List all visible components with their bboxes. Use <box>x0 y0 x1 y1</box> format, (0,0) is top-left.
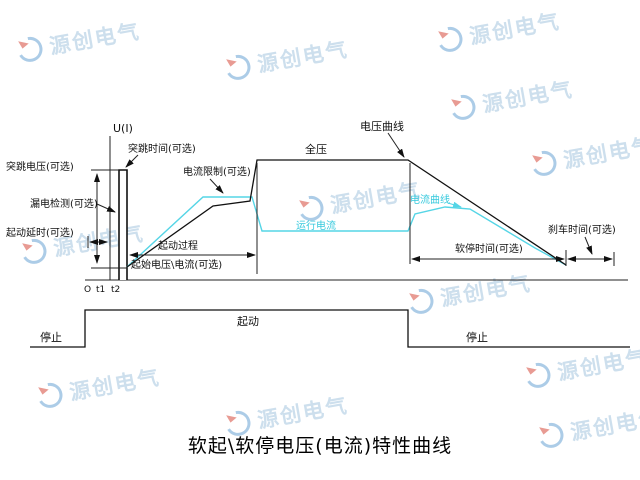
start-process-label: 起动过程 <box>158 239 198 252</box>
stop-right-label: 停止 <box>466 330 488 344</box>
soft-stop-dimension: 软停时间(可选) <box>409 163 567 266</box>
run-signal-trace <box>30 309 630 348</box>
t2-label: t2 <box>111 285 120 295</box>
voltage-curve <box>126 159 567 268</box>
current-curve-callout: 电流曲线 <box>410 193 462 208</box>
full-voltage-label: 全压 <box>305 142 327 156</box>
voltage-curve-callout: 电压曲线 <box>360 119 405 158</box>
leakage-detect-callout: 漏电检测(可选) <box>30 197 116 213</box>
start-delay-dimension: 起动延时(可选) <box>6 226 108 248</box>
current-limit-callout: 电流限制(可选) <box>183 165 251 194</box>
start-process-dimension: 起动过程 <box>129 163 258 274</box>
run-signal: 停止 起动 停止 <box>30 309 630 348</box>
start-label: 起动 <box>237 315 259 328</box>
soft-stop-time-label: 软停时间(可选) <box>455 242 523 255</box>
brake-time-dimension: 刹车时间(可选) <box>548 223 616 266</box>
jump-voltage-label: 突跳电压(可选) <box>6 160 74 173</box>
y-axis-label: U(I) <box>113 122 133 135</box>
origin-label: O <box>84 285 91 295</box>
jump-voltage-dimension: 突跳电压(可选) <box>6 160 127 269</box>
initial-voltage-label: 起始电压\电流(可选) <box>131 258 222 271</box>
voltage-curve-label: 电压曲线 <box>360 119 404 133</box>
current-limit-label: 电流限制(可选) <box>183 165 251 178</box>
jump-time-callout: 突跳时间(可选) <box>125 142 196 168</box>
start-delay-label: 起动延时(可选) <box>6 226 74 239</box>
jump-time-label: 突跳时间(可选) <box>128 142 196 155</box>
jump-voltage-pulse <box>118 169 128 280</box>
brake-time-label: 刹车时间(可选) <box>548 223 616 236</box>
running-current-label: 运行电流 <box>296 219 336 232</box>
diagram-title: 软起\软停电压(电流)特性曲线 <box>187 435 453 457</box>
stop-left-label: 停止 <box>40 330 62 344</box>
current-curve <box>126 196 567 268</box>
t1-label: t1 <box>96 285 105 295</box>
leakage-detect-label: 漏电检测(可选) <box>30 197 98 210</box>
current-curve-label: 电流曲线 <box>410 193 450 206</box>
